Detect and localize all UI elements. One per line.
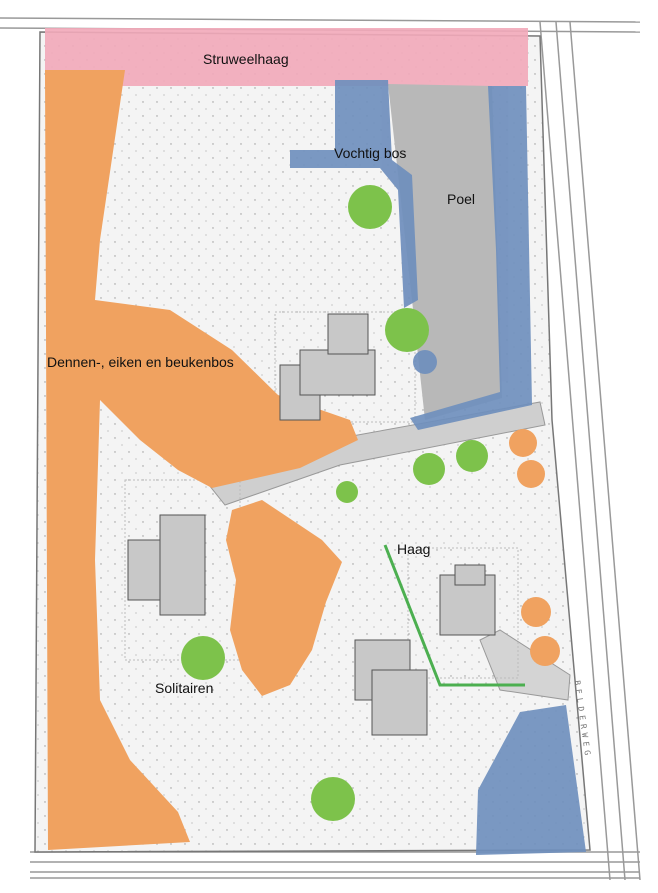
label-bos: Dennen-, eiken en beukenbos [47,354,234,370]
struweelhaag-zone [45,28,528,86]
bos-zones [45,70,560,850]
driveway-east [479,629,571,701]
haag-line [383,544,525,687]
label-struweelhaag: Struweelhaag [203,51,289,67]
solitaire-trees [181,185,488,821]
label-haag: Haag [397,541,431,557]
buildings [127,313,496,736]
label-vochtig-bos: Vochtig bos [334,145,407,161]
label-solitairen: Solitairen [155,680,214,696]
vochtig-bos-zones [290,80,586,855]
label-poel: Poel [447,191,476,207]
